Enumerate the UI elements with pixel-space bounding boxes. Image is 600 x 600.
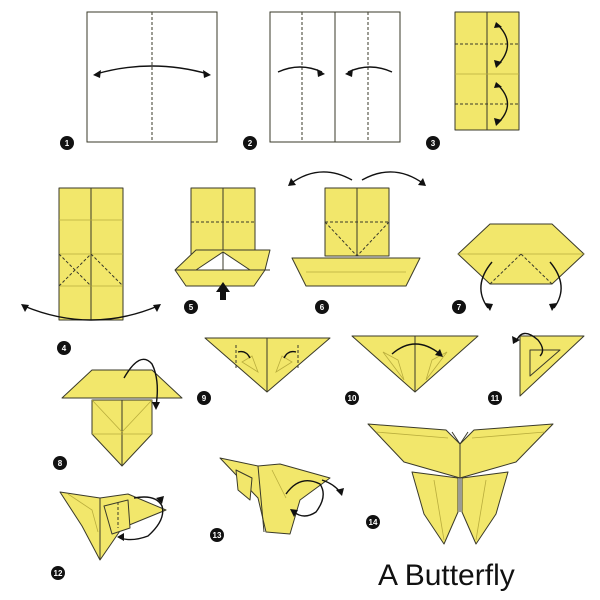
step-number-1: 1 [65,139,70,148]
step-badge-14: 14 [366,515,380,529]
step-badge-6: 6 [315,300,329,314]
step-12-figure [59,491,167,561]
step-number-10: 10 [348,394,357,403]
step-badge-12: 12 [51,566,65,580]
step-badge-7: 7 [452,300,466,314]
step-11-figure [512,332,585,397]
step-14-figure [367,423,554,545]
step-number-14: 14 [369,518,378,527]
step-7-figure [457,223,585,311]
step-badge-2: 2 [243,136,257,150]
step-5-figure [174,187,271,300]
diagram-title: A Butterfly [378,559,515,592]
step-badge-11: 11 [488,391,502,405]
step-9-figure [204,337,331,393]
step-4-figure [21,187,161,321]
step-number-4: 4 [62,344,67,353]
step-badge-4: 4 [57,341,71,355]
step-number-5: 5 [189,303,194,312]
step-10-figure [351,335,479,393]
step-badge-3: 3 [426,136,440,150]
step-6-figure [288,171,426,287]
step-number-3: 3 [431,139,436,148]
step-1-figure [86,11,218,143]
step-number-8: 8 [58,459,63,468]
step-badge-1: 1 [60,136,74,150]
step-badge-9: 9 [197,391,211,405]
step-number-2: 2 [248,139,253,148]
step-number-11: 11 [491,394,500,403]
step-number-7: 7 [457,303,462,312]
step-badge-13: 13 [210,528,224,542]
step-13-figure [219,457,344,535]
step-badge-10: 10 [345,391,359,405]
step-2-figure [269,11,401,143]
step-number-12: 12 [54,569,63,578]
step-number-13: 13 [213,531,222,540]
step-badge-8: 8 [53,456,67,470]
step-number-9: 9 [202,394,207,403]
step-number-6: 6 [320,303,325,312]
step-8-figure [61,358,183,467]
step-badge-5: 5 [184,300,198,314]
step-3-figure [454,11,520,131]
